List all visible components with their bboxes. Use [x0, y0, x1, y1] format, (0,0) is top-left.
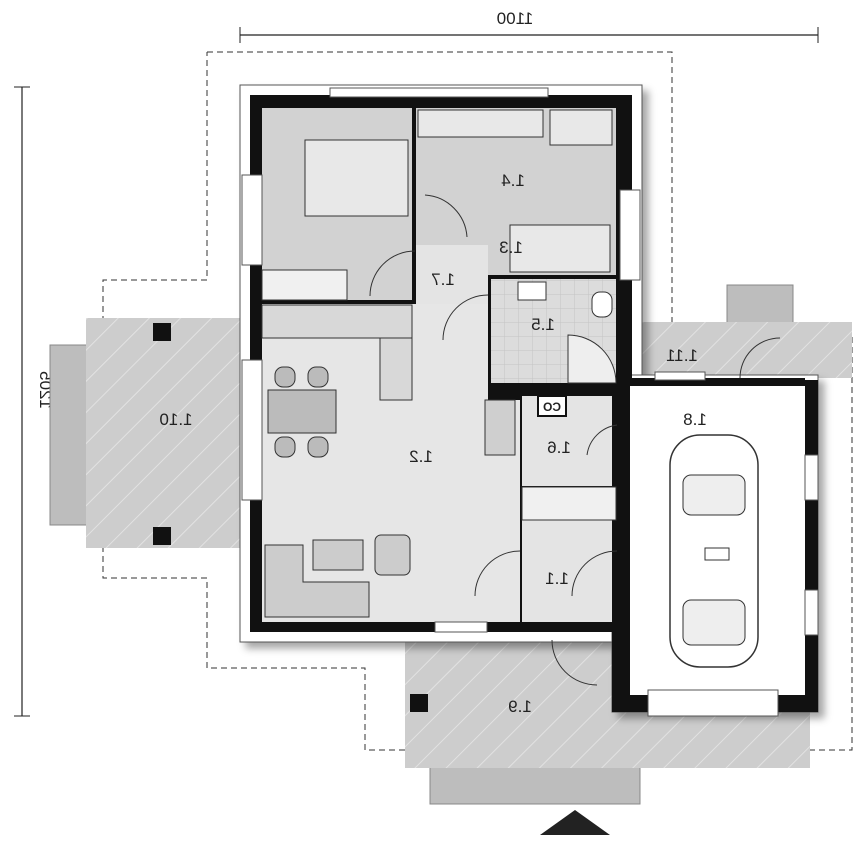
room-label-1-7: 1.7 — [431, 270, 455, 289]
terrace-1-10 — [86, 318, 244, 548]
terrace-1-11 — [632, 322, 852, 378]
kitchen-counter-side — [379, 337, 413, 401]
desk — [549, 109, 613, 146]
column — [410, 694, 428, 712]
wardrobe — [417, 109, 544, 138]
sink — [517, 281, 547, 301]
room-label-1-4: 1.4 — [501, 171, 525, 190]
entrance-steps — [429, 765, 641, 805]
room-label-1-9: 1.9 — [508, 697, 532, 716]
room-label-1-1: 1.1 — [545, 569, 569, 588]
car — [669, 434, 759, 668]
doors — [369, 194, 781, 686]
sofa — [264, 544, 370, 618]
coffee-table — [312, 539, 364, 571]
room-label-1-3: 1.3 — [499, 238, 523, 257]
room-label-1-11: 1.11 — [666, 346, 698, 365]
room-label-1-10: 1.10 — [159, 410, 192, 429]
room-1-1 — [522, 520, 616, 622]
room-label-1-8: 1.8 — [683, 410, 707, 429]
bed-double — [304, 139, 409, 217]
room-label-1-2: 1.2 — [409, 447, 433, 466]
dining-chairs — [274, 366, 329, 458]
boiler-label: CO — [543, 400, 561, 414]
toilet — [591, 291, 613, 318]
width-label: 1100 — [497, 9, 534, 28]
width-dimension: 1100 — [239, 9, 819, 43]
wardrobe-hall — [521, 486, 617, 521]
column — [153, 527, 171, 545]
kitchen-counter — [261, 304, 413, 339]
armchair — [374, 534, 411, 576]
room-label-1-5: 1.5 — [531, 315, 555, 334]
bed-single — [509, 224, 611, 273]
dining-table — [267, 389, 337, 434]
room-label-1-6: 1.6 — [547, 438, 571, 457]
terrace-steps-west — [49, 344, 89, 526]
shelf — [261, 269, 348, 301]
column — [153, 323, 171, 341]
depth-dimension: 1205 — [14, 86, 55, 717]
steps-east — [726, 284, 794, 326]
shower — [567, 334, 617, 384]
fireplace — [484, 399, 516, 456]
entrance-arrow-icon — [540, 810, 610, 835]
